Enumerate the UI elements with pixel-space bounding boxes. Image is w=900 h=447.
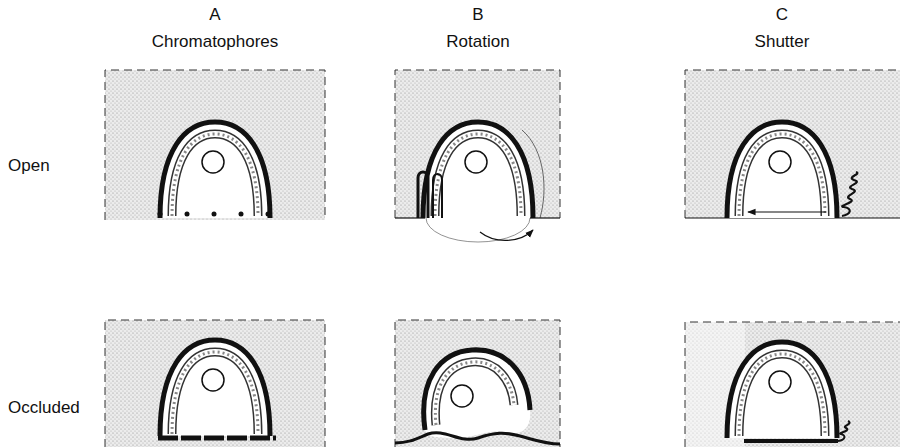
column-title: Shutter: [755, 33, 810, 50]
panel-shutter-occluded: [685, 322, 900, 447]
panel-rotation-occluded: [395, 320, 560, 447]
row-label: Open: [8, 157, 50, 174]
column-letter: B: [472, 6, 483, 23]
column-letter: A: [209, 6, 220, 23]
panel-chromatophores-open: [105, 70, 325, 220]
column-title: Chromatophores: [152, 33, 279, 50]
column-letter: C: [776, 6, 788, 23]
panel-rotation-open: [395, 70, 560, 242]
panel-shutter-open: [685, 70, 900, 218]
panel-chromatophores-occluded: [105, 320, 325, 447]
row-label: Occluded: [8, 399, 80, 416]
column-title: Rotation: [446, 33, 509, 50]
